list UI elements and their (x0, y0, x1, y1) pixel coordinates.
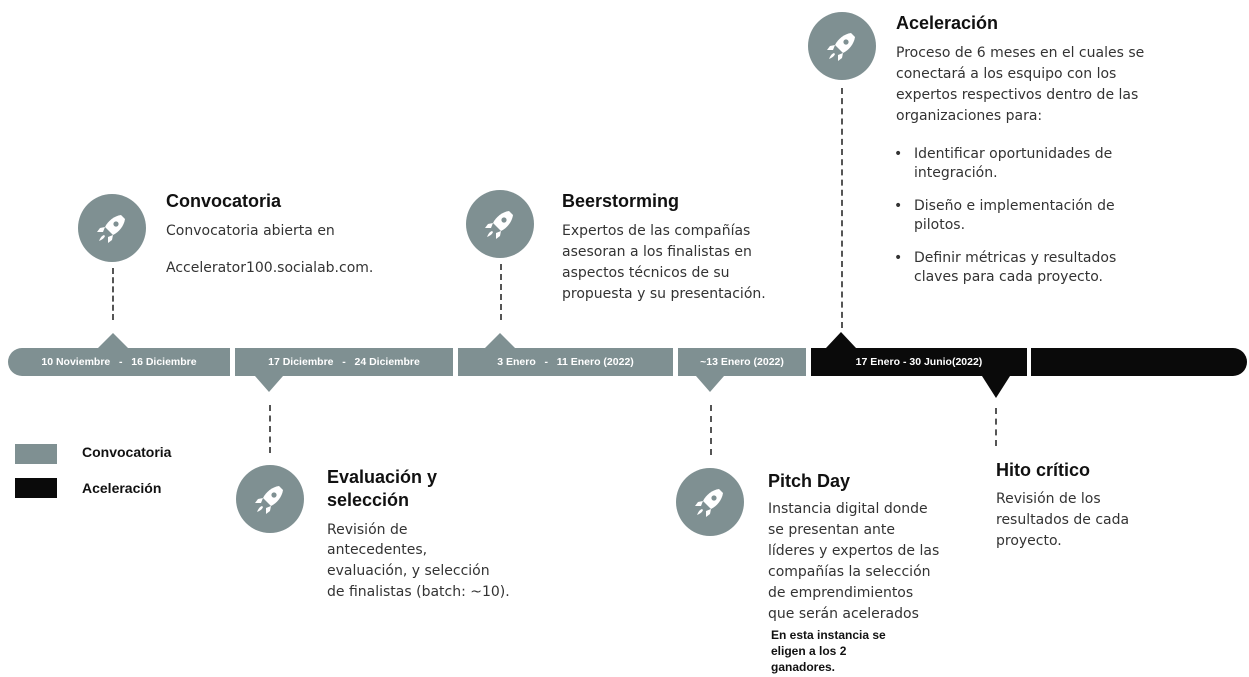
milestone-text-line: conectará a los esquipo con los (896, 66, 1117, 82)
timeline-segment-end (1031, 348, 1247, 376)
milestone-note: eligen a los 2 (771, 644, 847, 658)
marker-down-hito-critico (982, 376, 1010, 398)
milestone-text-line: asesoran a los finalistas en (562, 244, 752, 260)
milestone-title: Convocatoria (166, 191, 282, 211)
milestone-text-line: evaluación, y selección (327, 563, 490, 579)
rocket-icon (466, 190, 534, 258)
legend-swatch-aceleracion (15, 478, 57, 498)
marker-up-convocatoria (98, 333, 128, 348)
marker-down-evaluacion (255, 376, 283, 392)
marker-up-beerstorming (485, 333, 515, 348)
milestone-bullet-list: Identificar oportunidades de integración… (892, 145, 1152, 301)
milestone-text-line: líderes y expertos de las (768, 543, 940, 559)
milestone-text-line: aspectos técnicos de su (562, 265, 730, 281)
milestone-title: Evaluación y (327, 467, 438, 487)
marker-up-aceleracion (826, 332, 856, 348)
milestone-text-line: Instancia digital donde (768, 501, 928, 517)
rocket-icon (808, 12, 876, 80)
timeline-segment-1: 10 Noviembre - 16 Diciembre (8, 348, 230, 376)
bullet-line: Diseño e implementación de (914, 198, 1115, 214)
milestone-text-line: expertos respectivos dentro de las (896, 87, 1139, 103)
timeline-segment-2: 17 Diciembre - 24 Diciembre (235, 348, 453, 376)
connector-line (500, 264, 502, 320)
bullet-line: integración. (914, 165, 998, 181)
legend-swatch-convocatoria (15, 444, 57, 464)
milestone-text-line: organizaciones para: (896, 108, 1043, 124)
milestone-title: Beerstorming (562, 191, 680, 211)
timeline-segment-4: ~13 Enero (2022) (678, 348, 806, 376)
milestone-note: En esta instancia se (771, 628, 886, 642)
rocket-icon (78, 194, 146, 262)
milestone-note: ganadores. (771, 660, 836, 674)
bullet-line: Definir métricas y resultados (914, 250, 1117, 266)
marker-down-pitch-day (696, 376, 724, 392)
milestone-text-line: compañías la selección (768, 564, 931, 580)
connector-line (841, 88, 843, 328)
milestone-text-line: de finalistas (batch: ~10). (327, 584, 510, 600)
connector-line (112, 268, 114, 320)
milestone-title: Aceleración (896, 13, 999, 33)
legend-label-aceleracion: Aceleración (82, 480, 162, 496)
bullet-line: claves para cada proyecto. (914, 269, 1104, 285)
bullet-line: pilotos. (914, 217, 966, 233)
milestone-text-line: Expertos de las compañías (562, 223, 751, 239)
milestone-text-line: Proceso de 6 meses en el cuales se (896, 45, 1145, 61)
milestone-text-line: proyecto. (996, 533, 1062, 549)
timeline-segment-5: 17 Enero - 30 Junio(2022) (811, 348, 1027, 376)
bullet-item: Identificar oportunidades de integración… (892, 145, 1152, 183)
milestone-text-line: antecedentes, (327, 542, 428, 558)
connector-line (269, 405, 271, 453)
bullet-item: Definir métricas y resultados claves par… (892, 249, 1152, 287)
milestone-text-line: propuesta y su presentación. (562, 286, 766, 302)
bullet-line: Identificar oportunidades de (914, 146, 1113, 162)
connector-line (710, 405, 712, 455)
milestone-text-line: se presentan ante (768, 522, 896, 538)
bullet-item: Diseño e implementación de pilotos. (892, 197, 1152, 235)
rocket-icon (676, 468, 744, 536)
timeline-segment-3: 3 Enero - 11 Enero (2022) (458, 348, 673, 376)
milestone-text-line: que serán acelerados (768, 606, 919, 622)
connector-line (995, 408, 997, 446)
milestone-text-line: de emprendimientos (768, 585, 914, 601)
legend-label-convocatoria: Convocatoria (82, 444, 172, 460)
milestone-text-line: Revisión de (327, 522, 408, 538)
milestone-text-line: Revisión de los (996, 491, 1101, 507)
milestone-text-line: Accelerator100.socialab.com. (166, 260, 374, 276)
milestone-text-line: Convocatoria abierta en (166, 223, 335, 239)
milestone-title: Pitch Day (768, 471, 851, 491)
milestone-title: Hito crítico (996, 460, 1091, 480)
rocket-icon (236, 465, 304, 533)
milestone-title: selección (327, 490, 410, 510)
milestone-text-line: resultados de cada (996, 512, 1130, 528)
